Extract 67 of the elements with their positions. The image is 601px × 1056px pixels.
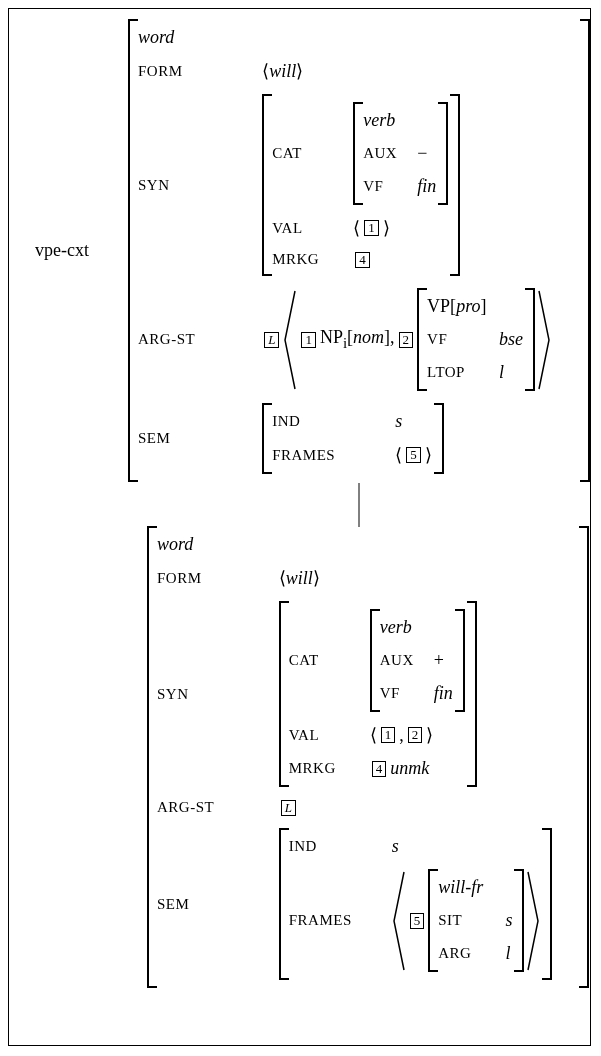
feature-name: SYN <box>138 176 170 194</box>
feature-name: ARG-ST <box>138 331 196 348</box>
feature-name: SEM <box>157 895 190 913</box>
feature-value: word <box>138 27 175 48</box>
tag-box: 2 <box>398 331 414 348</box>
tag-box: 1 <box>380 727 396 743</box>
angle-bracket-text: , <box>399 724 404 746</box>
feature-name: FORM <box>138 62 183 80</box>
feature-name: VF <box>363 178 384 195</box>
feature-value: fin <box>433 683 453 704</box>
feature-value: − <box>417 143 428 164</box>
feature-name: SYN <box>157 685 189 703</box>
feature-value: fin <box>417 176 437 197</box>
feature-value: bse <box>498 329 523 350</box>
angle-bracket-text: ⟩ <box>424 444 432 466</box>
feature-value: l <box>505 943 511 964</box>
feature-name: CAT <box>288 652 319 669</box>
feature-value: ⟨will⟩ <box>278 567 320 589</box>
tag-box: 5 <box>409 912 425 929</box>
feature-name: SIT <box>438 912 463 929</box>
feature-name: FORM <box>157 569 202 587</box>
feature-name: IND <box>272 413 301 430</box>
feature-name: VF <box>427 331 448 348</box>
feature-value: verb <box>379 617 412 638</box>
tag-box: 1 <box>301 331 316 348</box>
feature-name: SEM <box>138 430 171 447</box>
feature-name: FRAMES <box>288 912 352 929</box>
tag-box: 5 <box>406 447 421 463</box>
feature-value: s <box>395 411 403 432</box>
feature-value: ⟨will⟩ <box>262 60 304 82</box>
feature-value: l <box>498 362 504 383</box>
feature-value: s <box>505 910 513 931</box>
feature-value: unmk <box>390 758 430 779</box>
feature-name: CAT <box>272 145 303 162</box>
feature-value: word <box>157 534 194 555</box>
feature-value: verb <box>363 110 396 131</box>
type-label: vpe-cxt <box>35 240 89 260</box>
feature-name: VAL <box>288 726 320 744</box>
feature-name: AUX <box>363 145 398 162</box>
feature-name: AUX <box>379 652 414 669</box>
feature-name: MRKG <box>288 760 336 777</box>
angle-bracket-text: ⟩ <box>426 724 434 746</box>
tag-box: 4 <box>371 760 387 777</box>
angle-bracket-text: ⟨ <box>395 444 403 466</box>
feature-name: ARG-ST <box>157 799 215 816</box>
feature-name: VAL <box>272 219 303 237</box>
feature-name: IND <box>288 838 317 855</box>
feature-value: will-fr <box>438 877 484 898</box>
tag-box: L <box>280 799 296 816</box>
angle-bracket-text: ⟨ <box>353 217 361 239</box>
feature-name: MRKG <box>272 251 320 268</box>
angle-bracket-text: ⟨ <box>369 724 377 746</box>
feature-value: s <box>391 836 399 857</box>
tag-box: L <box>264 331 280 348</box>
angle-bracket-text: ⟩ <box>382 217 390 239</box>
tag-box: 2 <box>407 727 423 743</box>
tag-box: 4 <box>355 251 370 268</box>
frame-border <box>8 8 591 1046</box>
feature-value: NP$_{i}$[nom], <box>319 327 395 352</box>
feature-value: VP[pro] <box>427 296 487 317</box>
feature-value: + <box>433 650 444 671</box>
feature-name: ARG <box>438 945 472 962</box>
tag-box: 1 <box>364 220 379 236</box>
feature-name: FRAMES <box>272 446 336 464</box>
feature-name: VF <box>379 685 400 702</box>
feature-name: LTOP <box>427 364 465 381</box>
connector-line <box>358 482 360 528</box>
